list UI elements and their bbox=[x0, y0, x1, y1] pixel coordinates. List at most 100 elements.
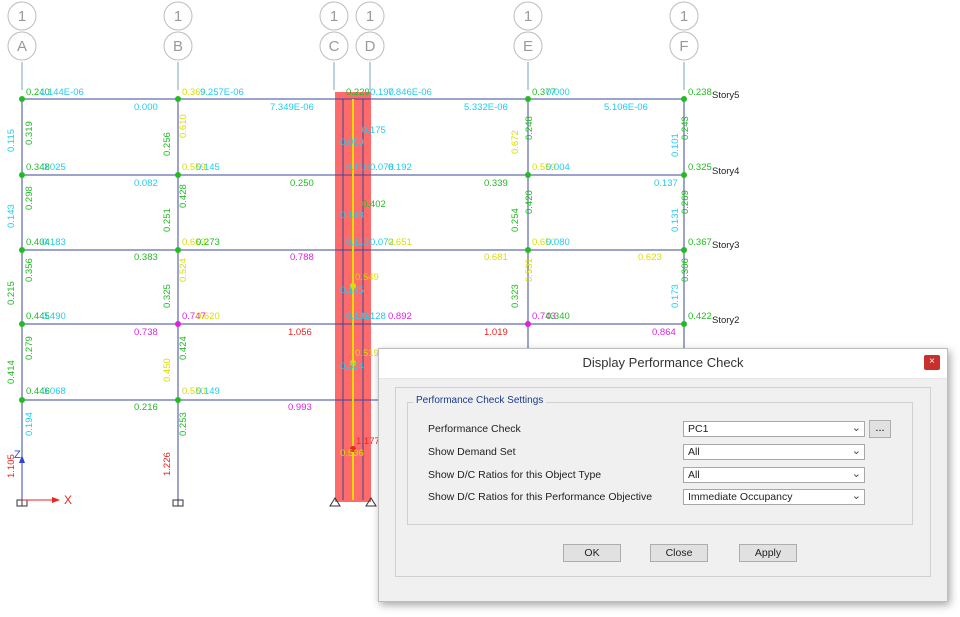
dc-ratio-label: 0.536 bbox=[340, 448, 364, 459]
chevron-down-icon: ⌄ bbox=[851, 422, 861, 434]
performance-objective-select[interactable]: Immediate Occupancy ⌄ bbox=[683, 489, 865, 505]
dc-ratio-label: 0.216 bbox=[134, 402, 158, 413]
dc-ratio-label: 5.106E-06 bbox=[604, 102, 648, 113]
grid-line-ticks bbox=[21, 62, 685, 90]
dc-ratio-label: 0.420 bbox=[524, 190, 535, 214]
dc-ratio-label: 0.251 bbox=[162, 208, 173, 232]
performance-objective-value: Immediate Occupancy bbox=[688, 491, 793, 503]
dc-ratio-label: 0.339 bbox=[484, 178, 508, 189]
dc-ratio-label: 0.110 bbox=[346, 162, 369, 173]
dc-ratio-label: 0.145 bbox=[340, 285, 364, 296]
dc-ratio-label: 0.325 bbox=[688, 162, 712, 173]
dc-ratio-label: 0.524 bbox=[178, 258, 189, 282]
dc-ratio-label: 0.864 bbox=[652, 327, 676, 338]
close-icon[interactable]: × bbox=[924, 355, 940, 370]
dc-ratio-label: 0.025 bbox=[42, 162, 66, 173]
frame-columns[interactable] bbox=[21, 99, 685, 500]
dc-ratio-label: 0.383 bbox=[134, 252, 158, 263]
dc-ratio-label: 0.747 bbox=[182, 311, 206, 322]
dc-ratio-label: 0.101 bbox=[670, 133, 681, 157]
dc-ratio-label: 0.192 bbox=[388, 162, 412, 173]
grid-bubble-D-label: D bbox=[365, 38, 376, 55]
axis-x-label: X bbox=[64, 493, 72, 507]
dc-ratio-label: 0.238 bbox=[688, 87, 712, 98]
dc-ratio-label: 0.377 bbox=[532, 87, 556, 98]
dc-ratio-label: 0.082 bbox=[134, 178, 158, 189]
dc-ratio-label: 0.369 bbox=[182, 87, 206, 98]
dc-ratio-label: 0.243 bbox=[680, 116, 691, 140]
dc-ratio-label: 0.194 bbox=[24, 412, 35, 436]
story-label-5: Story5 bbox=[712, 90, 739, 101]
story-label-3: Story3 bbox=[712, 240, 739, 251]
settings-group-box bbox=[407, 402, 913, 525]
dc-ratio-label: 0.367 bbox=[688, 237, 712, 248]
dc-ratio-label: 0.610 bbox=[178, 114, 189, 138]
apply-button[interactable]: Apply bbox=[739, 544, 797, 562]
dc-ratio-label: 0.215 bbox=[6, 281, 17, 305]
performance-objective-label: Show D/C Ratios for this Performance Obj… bbox=[428, 491, 653, 503]
dc-ratio-label: 0.334 bbox=[340, 361, 364, 372]
dc-ratio-label: 0.319 bbox=[24, 121, 35, 145]
dialog-title-bar[interactable]: Display Performance Check × bbox=[379, 349, 947, 379]
dialog-content-frame bbox=[395, 387, 931, 577]
dc-ratio-label: 0.137 bbox=[654, 178, 678, 189]
display-performance-check-dialog[interactable]: Display Performance Check × Performance … bbox=[378, 348, 948, 602]
grid-bubble-B-label: B bbox=[173, 38, 183, 55]
dc-ratio-label: 0.993 bbox=[288, 402, 312, 413]
demand-set-select[interactable]: All ⌄ bbox=[683, 444, 865, 460]
ok-button[interactable]: OK bbox=[563, 544, 621, 562]
dc-ratio-label: 0.298 bbox=[24, 186, 35, 210]
story-label-2: Story2 bbox=[712, 315, 739, 326]
dc-ratio-label: 0.490 bbox=[42, 311, 66, 322]
dc-ratio-label: 0.348 bbox=[26, 162, 50, 173]
settings-group-title: Performance Check Settings bbox=[413, 395, 547, 406]
dc-ratio-label: 7.349E-06 bbox=[270, 102, 314, 113]
dc-ratio-label: 0.000 bbox=[134, 102, 158, 113]
dc-ratio-label: 0.306 bbox=[680, 258, 691, 282]
dc-ratio-label: 0.269 bbox=[680, 190, 691, 214]
dc-ratio-label: 0.651 bbox=[388, 237, 412, 248]
dc-ratio-label: 0.128 bbox=[362, 311, 386, 322]
dc-ratio-label: 0.681 bbox=[484, 252, 508, 263]
selected-braced-frame[interactable] bbox=[342, 99, 364, 500]
dc-ratio-label: 1.105 bbox=[6, 454, 17, 478]
dc-ratio-label: 0.428 bbox=[178, 184, 189, 208]
dc-ratio-label: 0.143 bbox=[6, 204, 17, 228]
dc-ratio-label: 0.404 bbox=[26, 237, 50, 248]
grid-bubble-A-top: 1 bbox=[18, 8, 26, 25]
dc-ratio-label: 0.620 bbox=[196, 311, 220, 322]
dc-ratio-label: 0.175 bbox=[362, 125, 386, 136]
dc-ratio-label: 0.173 bbox=[670, 284, 681, 308]
grid-bubble-E-label: E bbox=[523, 38, 533, 55]
grid-bubble-B-top: 1 bbox=[174, 8, 182, 25]
dc-ratio-label: 0.072 bbox=[370, 237, 394, 248]
performance-check-browse-button[interactable]: ... bbox=[869, 420, 891, 438]
dc-ratio-label: 0.788 bbox=[290, 252, 314, 263]
dc-ratio-label: 0.559 bbox=[182, 162, 206, 173]
dc-ratio-label: 0.229 bbox=[346, 87, 370, 98]
performance-check-select[interactable]: PC1 ⌄ bbox=[683, 421, 865, 437]
dc-ratio-label: 0.183 bbox=[42, 237, 66, 248]
dc-ratio-label: 1.177 bbox=[356, 436, 380, 447]
demand-set-label: Show Demand Set bbox=[428, 446, 516, 458]
dc-ratio-label: 0.254 bbox=[510, 208, 521, 232]
dc-ratio-label: 7.846E-06 bbox=[388, 87, 432, 98]
global-axes: Z X bbox=[14, 449, 72, 507]
object-type-label: Show D/C Ratios for this Object Type bbox=[428, 469, 602, 481]
grid-bubble-A-label: A bbox=[17, 38, 27, 55]
performance-check-value: PC1 bbox=[688, 423, 709, 435]
dc-ratio-label: 0.273 bbox=[196, 237, 220, 248]
close-button[interactable]: Close bbox=[650, 544, 708, 562]
object-type-select[interactable]: All ⌄ bbox=[683, 467, 865, 483]
dc-ratio-label: 9.257E-06 bbox=[200, 87, 244, 98]
dc-ratio-label: 0.190 bbox=[370, 87, 394, 98]
dc-ratio-label: 0.623 bbox=[638, 252, 662, 263]
performance-check-label: Performance Check bbox=[428, 423, 521, 435]
dc-ratio-label: 0.250 bbox=[290, 178, 314, 189]
dc-ratio-label: 0.559 bbox=[532, 162, 556, 173]
grid-bubble-C: 1 C bbox=[319, 1, 349, 61]
dc-ratio-label: 0.531 bbox=[524, 258, 535, 282]
grid-bubble-D: 1 D bbox=[355, 1, 385, 61]
